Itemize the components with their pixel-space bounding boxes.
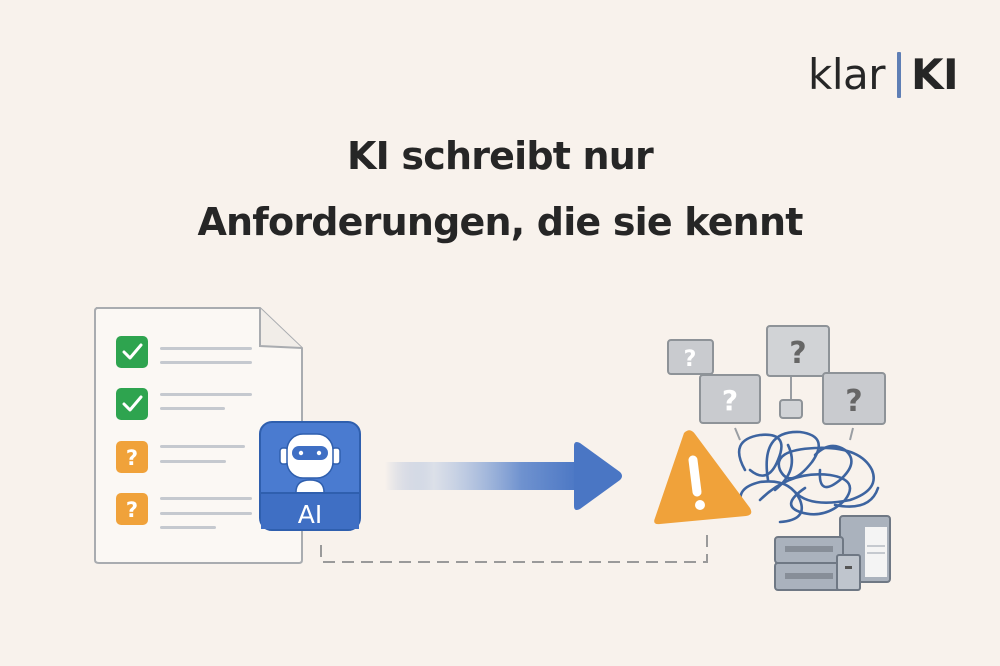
tangled-lines-icon bbox=[737, 430, 880, 524]
question-box: ? bbox=[699, 374, 761, 424]
question-icon: ? bbox=[126, 446, 138, 470]
dashed-connector bbox=[320, 530, 708, 563]
brand-name-right: KI bbox=[911, 50, 959, 99]
requirement-item-known bbox=[116, 336, 252, 368]
question-icon: ? bbox=[126, 498, 138, 522]
ai-badge: AI bbox=[259, 421, 361, 531]
svg-text:?: ? bbox=[845, 384, 862, 419]
question-box: ? bbox=[822, 372, 886, 425]
headline-line-2: Anforderungen, die sie kennt bbox=[197, 200, 803, 244]
svg-text:?: ? bbox=[789, 336, 806, 371]
server-devices-icon bbox=[774, 515, 891, 591]
question-box: ? bbox=[766, 325, 830, 377]
requirement-item-unknown: ? bbox=[116, 441, 245, 473]
warning-triangle-icon bbox=[654, 430, 752, 525]
requirement-item-known bbox=[116, 388, 252, 420]
check-icon bbox=[122, 343, 143, 360]
arrow-right-icon bbox=[385, 442, 622, 510]
brand-name-left: klar bbox=[808, 50, 886, 99]
robot-icon bbox=[279, 433, 341, 493]
brand-separator bbox=[897, 51, 901, 98]
requirement-item-unknown: ? bbox=[116, 493, 252, 529]
question-box: ? bbox=[667, 339, 714, 375]
ai-label: AI bbox=[298, 500, 322, 529]
svg-text:?: ? bbox=[684, 347, 697, 372]
headline-line-1: KI schreibt nur bbox=[347, 134, 654, 178]
check-icon bbox=[122, 395, 143, 412]
requirements-document: ? ? bbox=[94, 307, 303, 564]
brand-logo: klar KI bbox=[808, 50, 959, 99]
unknown-boxes: ? ? ? ? bbox=[667, 325, 886, 441]
svg-text:?: ? bbox=[722, 384, 738, 417]
